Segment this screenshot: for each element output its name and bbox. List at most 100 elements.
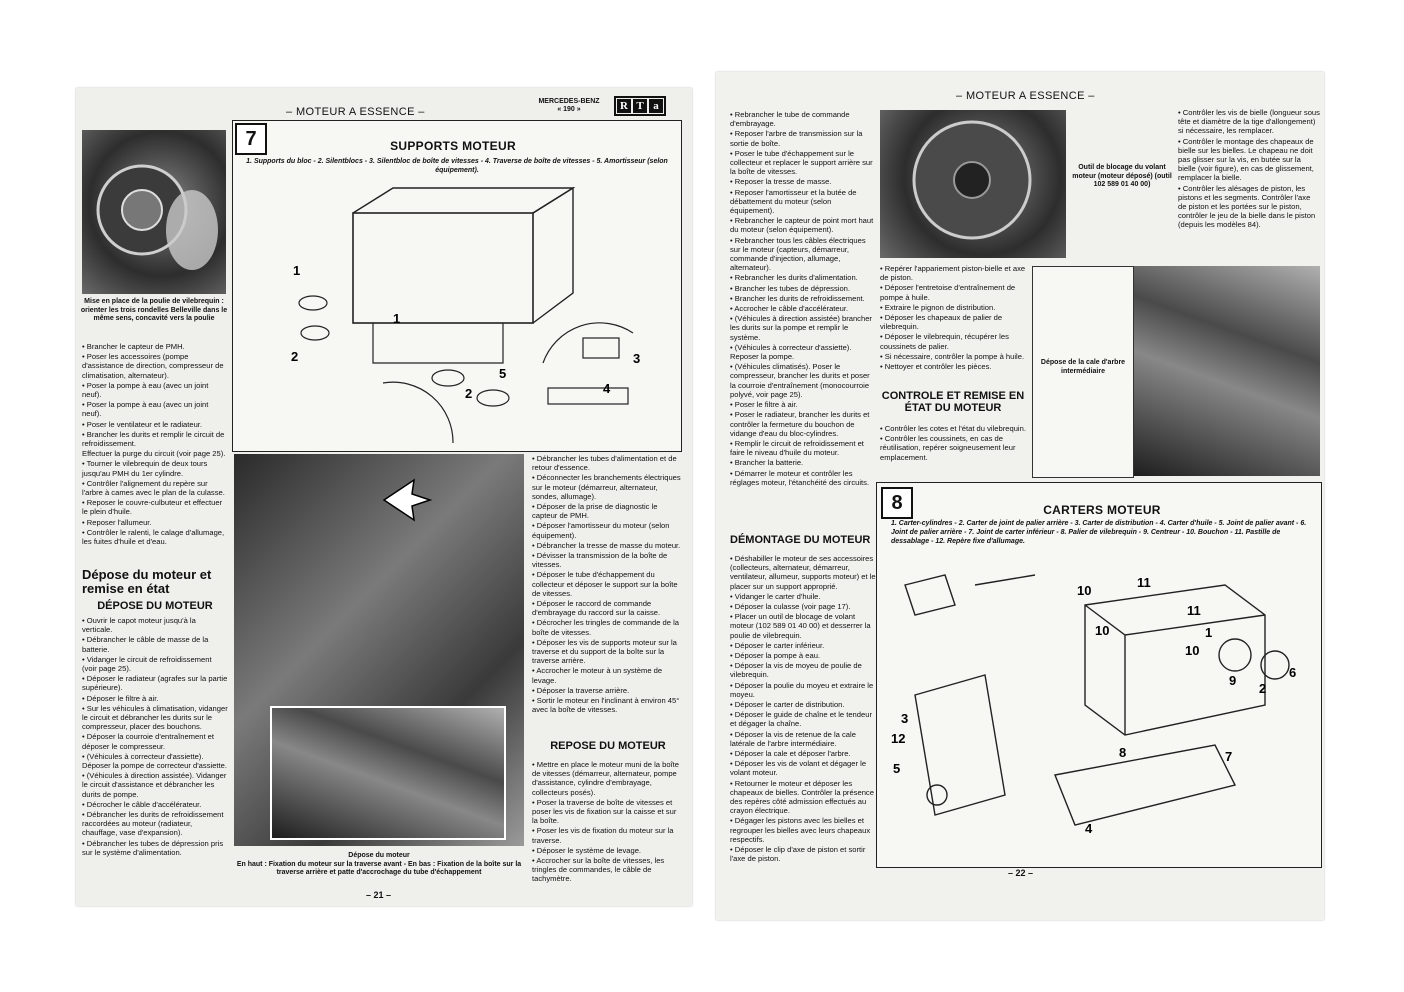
text-line: • Déposer le vilebrequin, récupérer les … <box>880 332 1009 351</box>
text-line: • Repérer l'appariement piston-bielle et… <box>880 264 1026 283</box>
text-line: • Contrôler l'alignement du repère sur l… <box>82 478 225 498</box>
repose-heading: REPOSE DU MOTEUR <box>550 740 666 752</box>
text-line: • Contrôler les cotes et l'état du vileb… <box>880 424 1026 433</box>
text-line: • Déposer le radiateur (agrafes sur la p… <box>82 674 228 693</box>
text-line: • Poser la traverse de boîte de vitesses… <box>532 797 677 826</box>
page-number: – 22 – <box>1008 868 1034 878</box>
text-line: • Dégager les pistons avec les bielles e… <box>730 816 871 844</box>
text-line: • Contrôler le montage des chapeaux de b… <box>1178 136 1314 183</box>
section-caption: 1. Carter-cylindres - 2. Carter de joint… <box>891 520 1307 545</box>
text-line: • Déposer le guide de chaîne et le tende… <box>730 710 872 729</box>
shaft-photo <box>1134 266 1320 476</box>
text-line: • Poser les accessoires (pompe d'assista… <box>82 352 224 380</box>
text-line: • Poser la pompe à eau (avec un joint ne… <box>82 380 209 400</box>
text-line: • Brancher les tubes de dépression. <box>730 283 851 293</box>
left-page: – MOTEUR A ESSENCE – MERCEDES-BENZ « 190… <box>76 88 692 906</box>
brand-model: « 190 » <box>557 106 581 113</box>
text-line: • Rebrancher le tube de commande d'embra… <box>730 110 850 129</box>
text-line: • Déposer la traverse arrière. <box>532 685 630 695</box>
diagram-label: 11 <box>1187 603 1201 618</box>
text-line: • Démarrer le moteur et contrôler les ré… <box>730 468 870 487</box>
right-col2-text: • Repérer l'appariement piston-bielle et… <box>880 264 1026 372</box>
text-line: • Vidanger le circuit de refroidissement… <box>82 654 212 674</box>
right-col3-text: • Contrôler les vis de bielle (longueur … <box>1178 108 1320 231</box>
text-line: • (Véhicules à correcteur d'assiette). D… <box>82 751 227 771</box>
flywheel-photo <box>880 110 1066 258</box>
text-line: • Déconnecter les branchements électriqu… <box>532 473 681 501</box>
text-line: • Déposer la pompe à eau. <box>730 651 821 661</box>
diagram-label: 4 <box>1085 821 1093 836</box>
text-line: • Débrancher le câble de masse de la bat… <box>82 635 209 654</box>
section-caption: 1. Supports du bloc - 2. Silentblocs - 3… <box>246 158 668 174</box>
text-line: • Débrancher la tresse de masse du moteu… <box>532 540 681 550</box>
text-line: • Rebrancher le capteur de point mort ha… <box>730 216 874 235</box>
depose-heading-block: Dépose du moteur et remise en état DÉPOS… <box>82 567 228 613</box>
diagram-label: 10 <box>1185 643 1199 658</box>
text-line: • Si nécessaire, contrôler la pompe à hu… <box>880 351 1025 361</box>
pulley-photo <box>82 130 226 294</box>
text-line: • Contrôler les alésages de piston, les … <box>1178 183 1316 230</box>
rta-logo: R T a <box>614 96 666 116</box>
section-7-box: 7 SUPPORTS MOTEUR 1. Supports du bloc - … <box>232 120 682 452</box>
text-line: • Déposer le raccord de commande d'embra… <box>532 599 661 618</box>
section-8-box: 8 CARTERS MOTEUR 1. Carter-cylindres - 2… <box>876 482 1322 868</box>
text-line: • Déposer le filtre à air. <box>82 693 159 703</box>
text-line: • Brancher les durits de refroidissement… <box>730 293 865 303</box>
text-line: • Retourner le moteur et déposer les cha… <box>730 778 874 816</box>
text-line: • Brancher les durits et remplir le circ… <box>82 429 225 449</box>
diagram-label: 1 <box>293 263 300 278</box>
text-line: • Rebrancher les durits d'alimentation. <box>730 273 858 283</box>
diagram-label: 12 <box>891 731 905 746</box>
text-line: • Déshabiller le moteur de ses accessoir… <box>730 554 876 591</box>
page-number: – 21 – <box>366 890 392 900</box>
text-line: • Placer un outil de blocage de volant m… <box>730 612 871 640</box>
text-line: • (Véhicules à direction assistée). Vida… <box>82 771 227 799</box>
diagram-label: 11 <box>1137 575 1151 590</box>
text-line: • Déposer de la prise de diagnostic le c… <box>532 502 658 521</box>
text-line: • Accrocher le câble d'accélérateur. <box>730 304 849 314</box>
diagram-label: 8 <box>1119 745 1126 760</box>
text-line: • Tourner le vilebrequin de deux tours j… <box>82 459 208 478</box>
text-line: • Décrocher les tringles de commande de … <box>532 618 680 637</box>
section-title: SUPPORTS MOTEUR <box>390 139 516 153</box>
text-line: • Déposer l'amortisseur du moteur (selon… <box>532 521 670 540</box>
text-line: • Poser la pompe à eau (avec un joint ne… <box>82 400 209 419</box>
text-line: • Reposer l'amortisseur et la butée de d… <box>730 187 857 216</box>
text-line: • Nettoyer et contrôler les pièces. <box>880 362 992 372</box>
text-line: • Déposer la courroie d'entraînement et … <box>82 732 215 751</box>
left-col1-text2: • Ouvrir le capot moteur jusqu'à la vert… <box>82 616 228 858</box>
text-line: • Extraire le pignon de distribution. <box>880 302 996 312</box>
text-line: • Contrôler les vis de bielle (longueur … <box>1178 108 1320 136</box>
text-line: • Déposer les vis de supports moteur sur… <box>532 637 677 666</box>
diagram-label: 2 <box>291 349 298 364</box>
text-line: • Poser le tube d'échappement sur le col… <box>730 148 873 177</box>
diagram-label: 3 <box>633 351 640 366</box>
left-col1-text: • Brancher le capteur de PMH. • Poser le… <box>82 342 228 547</box>
logo-letter: T <box>633 99 647 113</box>
text-line: • Déposer les chapeaux de palier de vile… <box>880 313 1003 332</box>
text-line: • Brancher la batterie. <box>730 458 804 468</box>
text-line: • Déposer la vis de moyeu de poulie de v… <box>730 661 862 680</box>
right-page: – MOTEUR A ESSENCE – • Rebrancher le tub… <box>716 72 1324 920</box>
running-head: – MOTEUR A ESSENCE – <box>286 106 425 118</box>
shaft-caption-box: Dépose de la cale d'arbre intermédiaire <box>1032 266 1134 478</box>
diagram-label: 10 <box>1095 623 1109 638</box>
text-line: • Déposer le système de levage. <box>532 845 642 855</box>
text-line: • Débrancher les tubes de dépression pri… <box>82 838 224 857</box>
depose-remise-heading: Dépose du moteur et remise en état <box>82 567 212 596</box>
diagram-label: 1 <box>393 311 400 326</box>
text-line: • Poser les vis de fixation du moteur su… <box>532 826 674 845</box>
text-line: • Contrôler les coussinets, en cas de ré… <box>880 434 1016 462</box>
diagram-label: 6 <box>1289 665 1296 680</box>
text-line: • Rebrancher tous les câbles électriques… <box>730 235 866 273</box>
text-line: • Reposer le couvre-culbuteur et effectu… <box>82 498 223 517</box>
shaft-photo-caption: Dépose de la cale d'arbre intermédiaire <box>1040 359 1126 375</box>
text-line: • Brancher le capteur de PMH. <box>82 342 185 351</box>
depose-heading: DÉPOSE DU MOTEUR <box>97 600 213 612</box>
left-col3-text2: • Mettre en place le moteur muni de la b… <box>532 760 684 885</box>
text-line: • Vidanger le carter d'huile. <box>730 591 821 601</box>
arrow-icon <box>382 478 433 522</box>
text-line: • Reposer l'arbre de transmission sur la… <box>730 129 863 148</box>
text-line: • Poser le radiateur, brancher les durit… <box>730 410 870 438</box>
inset-photo <box>270 706 506 840</box>
